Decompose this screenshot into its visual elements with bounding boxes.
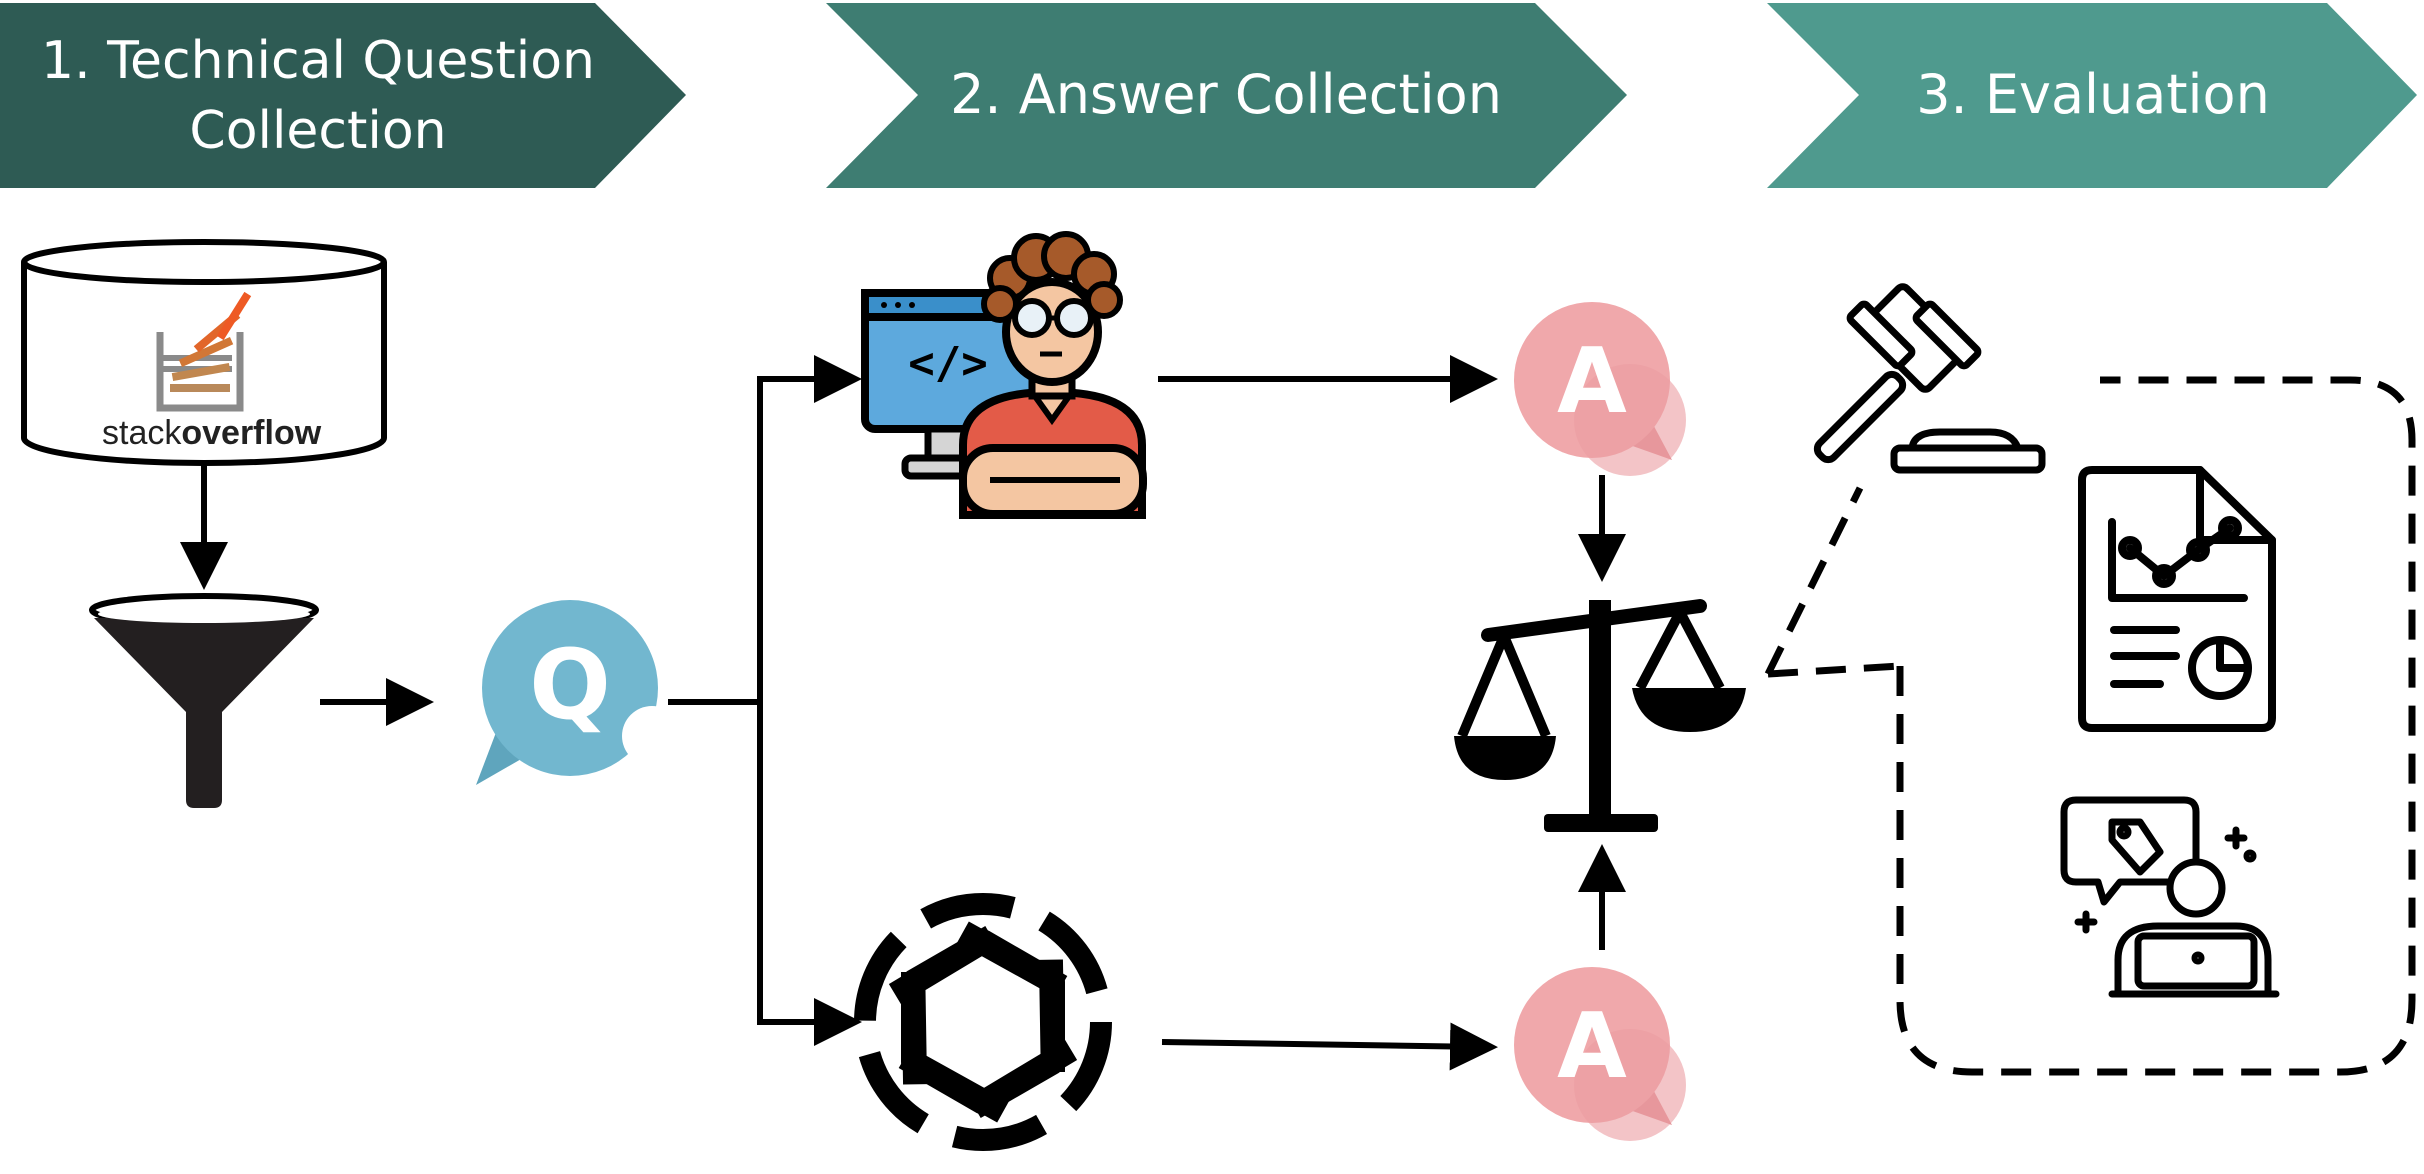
analytics-report-icon [2078,466,2276,732]
arrow-llm-to-answer [1161,1022,1498,1071]
stage-header-2: 2. Answer Collection [826,3,1627,188]
stage-1-label-line2: Collection [189,101,446,161]
svg-text:</>: </> [908,338,987,389]
stage-header-1: 1. Technical Question Collection [0,3,686,188]
stackoverflow-wordmark: stackoverflow [102,414,322,452]
balance-scale-icon [1454,599,1746,832]
stage-1-label-line1: 1. Technical Question [41,31,595,91]
gavel-icon [1813,283,2046,474]
stage-3-label: 3. Evaluation [1916,63,2270,126]
evaluation-dashed-connectors [1764,486,1901,678]
brand-plain: stack [102,414,182,452]
stage-header-3: 3. Evaluation [1767,3,2417,188]
user-study-annotator-icon [2060,796,2280,998]
stackoverflow-logo-icon [156,291,252,412]
branch-connector [668,355,862,1046]
brand-bold: overflow [181,414,321,452]
openai-logo-icon [854,893,1112,1151]
funnel-filter-icon [89,593,319,808]
answer-letter-llm: A [1557,994,1627,1099]
question-letter: Q [529,629,611,741]
evaluation-dashed-box [1896,376,2416,1076]
stage-2-label: 2. Answer Collection [950,63,1502,126]
programmer-icon: </> [861,231,1147,519]
database-cylinder-icon: stackoverflow [21,239,387,466]
answer-bubble-llm-icon: A [1514,967,1686,1141]
question-bubble-icon: Q [476,600,682,785]
answer-letter-human: A [1557,329,1627,434]
answer-bubble-human-icon: A [1514,302,1686,476]
